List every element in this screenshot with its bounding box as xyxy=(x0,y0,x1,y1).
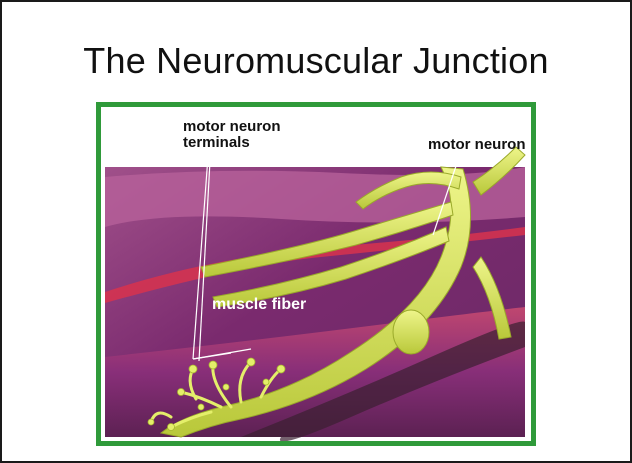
label-terminals-line1: motor neuron xyxy=(183,119,281,135)
slide-title: The Neuromuscular Junction xyxy=(2,40,630,82)
label-motor-neuron-terminals: motor neuron terminals xyxy=(183,119,281,151)
figure-frame: motor neuron terminals motor neuron musc… xyxy=(96,102,536,446)
label-terminals-line2: terminals xyxy=(183,135,281,151)
label-motor-neuron: motor neuron xyxy=(428,137,526,153)
neuromuscular-illustration xyxy=(101,107,531,441)
label-muscle-fiber: muscle fiber xyxy=(212,297,306,313)
